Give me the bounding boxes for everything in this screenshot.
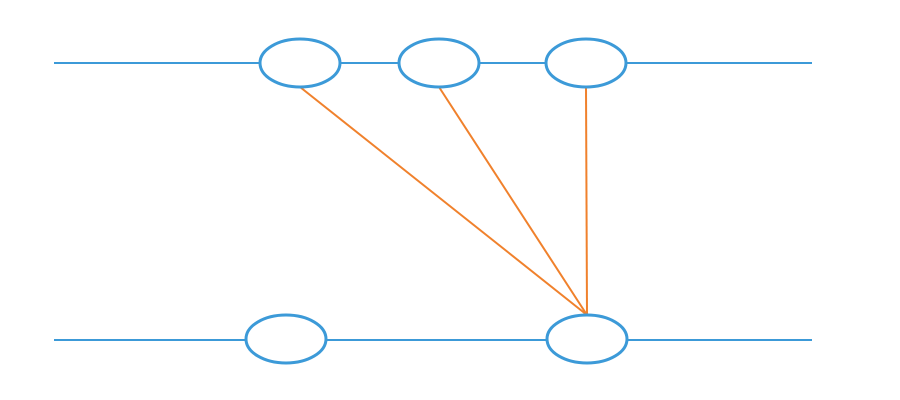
lanes-layer [54,62,812,341]
node-top-node-2 [397,37,481,89]
nodes-layer [244,37,629,365]
node-top-node-3 [544,37,628,89]
links-layer [299,86,588,316]
link-top-node-3-to-bottom-node-2 [585,86,588,316]
node-bottom-node-2 [545,313,629,365]
link-top-node-2-to-bottom-node-2 [438,86,588,316]
link-top-node-1-to-bottom-node-2 [299,86,588,316]
node-top-node-1 [258,37,342,89]
node-bottom-node-1 [244,313,328,365]
